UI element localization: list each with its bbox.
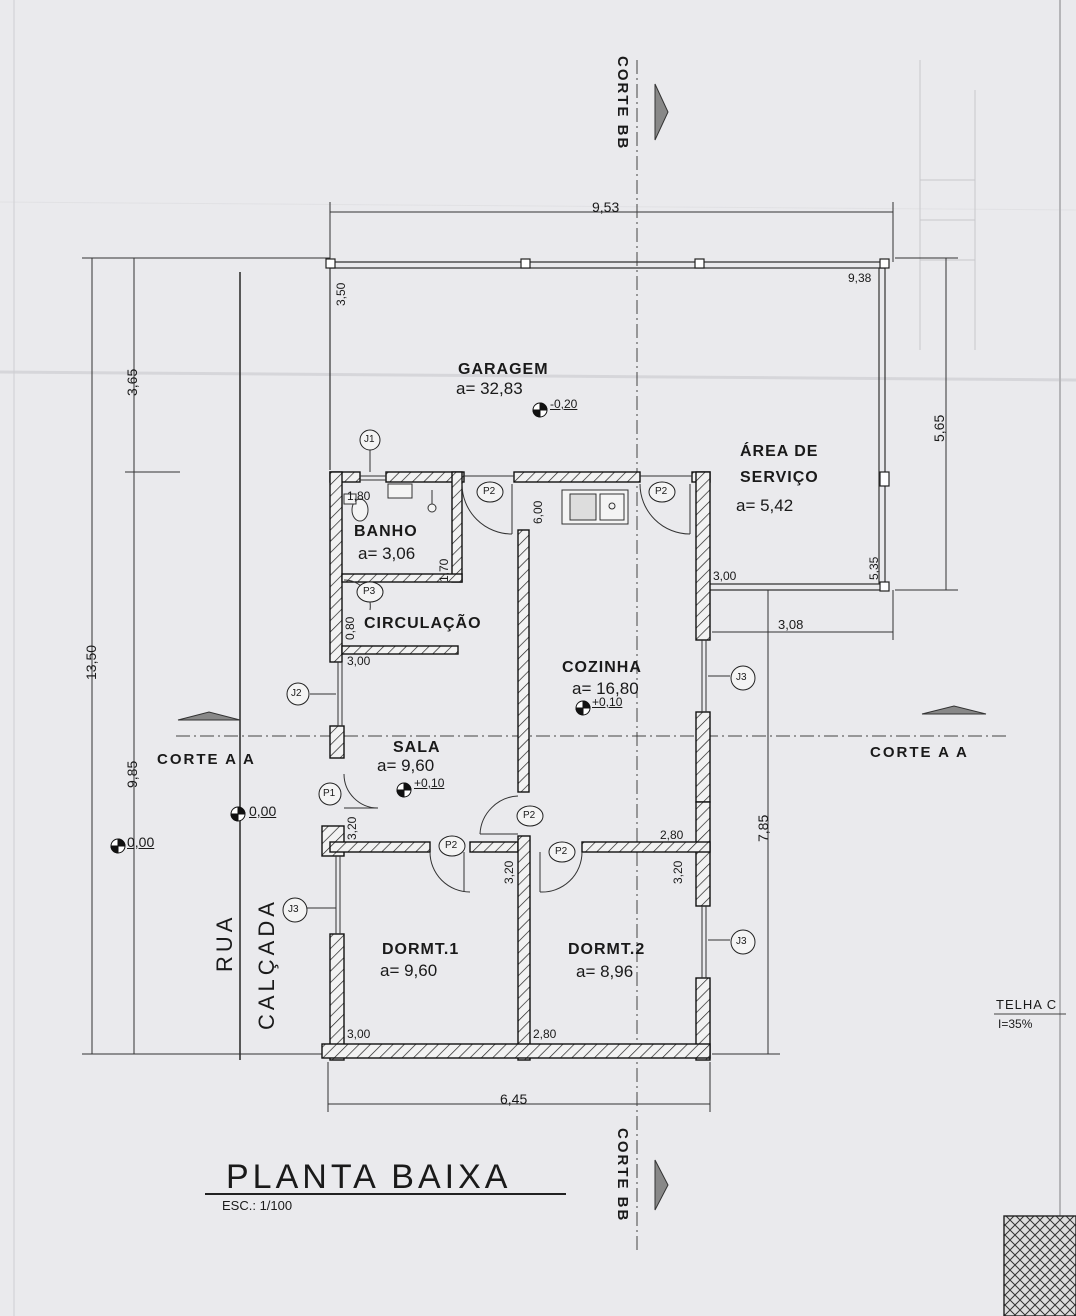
tag-p2-kitchen: P2 bbox=[655, 486, 668, 497]
tag-p2-hall: P2 bbox=[523, 810, 536, 821]
tag-j3-dorm2: J3 bbox=[736, 936, 747, 947]
room-dormt1-area: a= 9,60 bbox=[380, 961, 438, 980]
dim-kitchen-depth: 6,00 bbox=[531, 500, 545, 524]
roof-slope: I=35% bbox=[998, 1017, 1033, 1031]
room-dormt1-name: DORMT.1 bbox=[382, 941, 460, 958]
room-garagem-name: GARAGEM bbox=[458, 361, 549, 378]
dim-service-offset: 3,08 bbox=[778, 617, 804, 632]
dim-dorm2-width: 2,80 bbox=[533, 1027, 557, 1041]
tag-j1: J1 bbox=[364, 434, 375, 445]
dim-sala-depth: 3,20 bbox=[345, 816, 359, 840]
tag-p1: P1 bbox=[323, 788, 336, 799]
tag-j3-dorm1: J3 bbox=[288, 904, 299, 915]
dim-bottom-width: 6,45 bbox=[500, 1091, 528, 1107]
room-dormt2-area: a= 8,96 bbox=[576, 962, 634, 981]
section-aa-right: CORTE A A bbox=[870, 744, 969, 761]
dim-garage-depth: 3,50 bbox=[334, 282, 348, 306]
room-sala-name: SALA bbox=[393, 739, 441, 756]
dim-right-lower: 7,85 bbox=[755, 814, 771, 842]
level-garagem: -0,20 bbox=[550, 397, 578, 411]
dim-right-upper: 5,65 bbox=[931, 414, 947, 442]
tag-p2-dorm1: P2 bbox=[445, 840, 458, 851]
dim-dorm1-width: 3,00 bbox=[347, 1027, 371, 1041]
dim-bath-width: 1,80 bbox=[347, 489, 371, 503]
room-banho-area: a= 3,06 bbox=[358, 544, 416, 563]
dim-circ-width: 0,80 bbox=[343, 616, 357, 640]
room-sala-area: a= 9,60 bbox=[377, 756, 435, 775]
dim-dorm1-depth: 3,20 bbox=[502, 860, 516, 884]
room-servico-area: a= 5,42 bbox=[736, 496, 794, 515]
section-bb-top: CORTE BB bbox=[614, 56, 631, 151]
room-garagem-area: a= 32,83 bbox=[456, 379, 523, 398]
dim-bath-depth: 1,70 bbox=[437, 558, 451, 582]
street-rua: RUA bbox=[212, 913, 237, 972]
drawing-title: PLANTA BAIXA bbox=[226, 1158, 512, 1196]
drawing-scale: ESC.: 1/100 bbox=[222, 1198, 293, 1213]
room-cozinha-name: COZINHA bbox=[562, 659, 642, 676]
dim-left-upper: 3,65 bbox=[124, 368, 140, 396]
dim-left-lower: 9,85 bbox=[124, 760, 140, 788]
room-circulacao-name: CIRCULAÇÃO bbox=[364, 615, 482, 632]
dim-inner-top: 9,38 bbox=[848, 271, 872, 285]
dim-hall-width: 2,80 bbox=[660, 828, 684, 842]
level-cozinha: +0,10 bbox=[592, 695, 623, 709]
room-dormt2-name: DORMT.2 bbox=[568, 941, 646, 958]
section-aa-left: CORTE A A bbox=[157, 751, 256, 768]
level-sala: +0,10 bbox=[414, 776, 445, 790]
level-sidewalk: 0,00 bbox=[127, 834, 155, 850]
section-bb-bottom: CORTE BB bbox=[614, 1128, 631, 1223]
tag-p3: P3 bbox=[363, 586, 376, 597]
dim-dorm2-depth: 3,20 bbox=[671, 860, 685, 884]
tag-p2-dorm2: P2 bbox=[555, 846, 568, 857]
dim-service-wall: 3,00 bbox=[713, 569, 737, 583]
room-cozinha-area: a= 16,80 bbox=[572, 679, 639, 698]
dim-circ-length: 3,00 bbox=[347, 654, 371, 668]
room-servico-name-2: SERVIÇO bbox=[740, 469, 819, 486]
street-calcada: CALÇADA bbox=[254, 898, 279, 1030]
tag-p2-bath: P2 bbox=[483, 486, 496, 497]
dim-top-width: 9,53 bbox=[592, 199, 620, 215]
roof-label: TELHA C bbox=[996, 997, 1058, 1012]
room-banho-name: BANHO bbox=[354, 523, 418, 540]
dim-total-height: 13,50 bbox=[83, 644, 99, 680]
tag-j2: J2 bbox=[291, 688, 302, 699]
level-street: 0,00 bbox=[249, 803, 277, 819]
dim-service-depth: 5,35 bbox=[867, 556, 881, 580]
tag-j3-kitchen: J3 bbox=[736, 672, 747, 683]
room-servico-name-1: ÁREA DE bbox=[740, 443, 819, 460]
